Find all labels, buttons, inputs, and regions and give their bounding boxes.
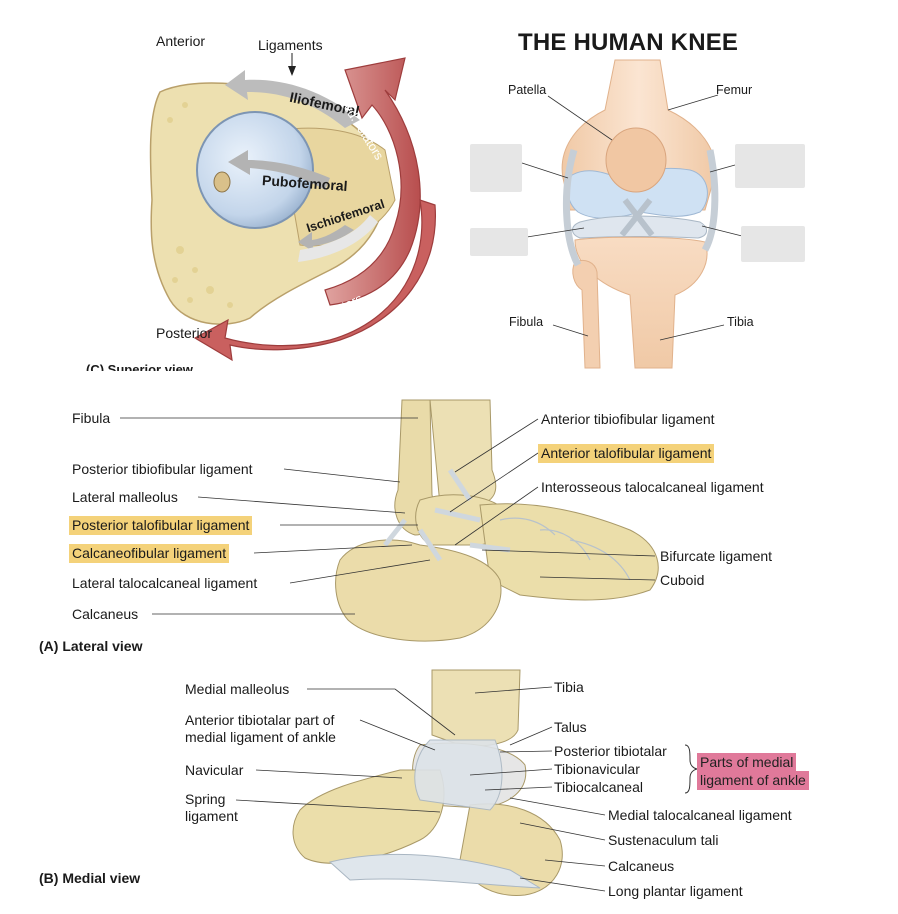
knee-joint-illustration [521, 59, 743, 369]
medial-rotators-arrow [324, 57, 421, 306]
iliofemoral-arrow [225, 70, 360, 128]
brace [684, 744, 698, 794]
medial-view-caption: (B) Medial view [39, 870, 141, 886]
foot-med [292, 769, 445, 864]
med-label-anterior-tibiotalar-2: medial ligament of ankle [185, 729, 336, 745]
pubofemoral-arrow [228, 150, 330, 190]
foot-lat [479, 503, 659, 601]
lat-label-bifurcate: Bifurcate ligament [660, 548, 773, 564]
knee-hidden-label-1 [470, 144, 522, 192]
knee-title: THE HUMAN KNEE [518, 29, 739, 56]
deltoid-ligament [414, 739, 503, 811]
med-label-tibiocalcaneal: Tibiocalcaneal [554, 779, 643, 795]
knee-hidden-label-4 [741, 226, 805, 262]
calcaneus-lat [335, 539, 502, 642]
lat-label-interosseous-talocalcaneal: Interosseous talocalcaneal ligament [541, 479, 764, 495]
lat-label-calcaneus: Calcaneus [72, 606, 139, 622]
femoral-head [196, 111, 314, 229]
med-label-sustenaculum-tali: Sustenaculum tali [608, 832, 719, 848]
med-label-spring-2: ligament [185, 808, 238, 824]
med-label-tibionavicular: Tibionavicular [554, 761, 640, 777]
hip-joint-illustration [149, 53, 436, 362]
med-label-talus: Talus [554, 719, 587, 735]
lat-label-cuboid: Cuboid [660, 572, 705, 588]
ankle-medial-illustration [235, 669, 698, 896]
lateral-view-caption: (A) Lateral view [39, 638, 143, 654]
meniscus [572, 215, 707, 239]
med-label-tibia: Tibia [554, 679, 584, 695]
med-group-label-2: ligament of ankle [697, 771, 809, 790]
lat-label-anterior-tibiofibular: Anterior tibiofibular ligament [541, 411, 715, 427]
med-label-navicular: Navicular [185, 762, 244, 778]
lat-label-lateral-talocalcaneal: Lateral talocalcaneal ligament [72, 575, 258, 591]
patella-bone [605, 127, 667, 193]
hip-anterior-label: Anterior [156, 33, 206, 49]
lateral-ligaments [383, 468, 511, 562]
med-label-spring-1: Spring [185, 791, 226, 807]
lateral-rotators-arrow [193, 199, 436, 362]
med-label-medial-malleolus: Medial malleolus [185, 681, 290, 697]
lat-label-posterior-tibiofibular: Posterior tibiofibular ligament [72, 461, 253, 477]
knee-femur-label: Femur [716, 83, 753, 97]
med-label-anterior-tibiotalar-1: Anterior tibiotalar part of [185, 712, 335, 728]
knee-patella-label: Patella [508, 83, 547, 97]
ischiofemoral-arrow [298, 225, 354, 252]
long-plantar-ligament [328, 853, 541, 889]
hip-ligaments-label: Ligaments [258, 37, 323, 53]
knee-hidden-label-2 [735, 144, 805, 188]
lat-label-anterior-talofibular: Anterior talofibular ligament [538, 444, 715, 463]
hip-view-caption: (C) Superior view [86, 362, 193, 371]
lat-label-lateral-malleolus: Lateral malleolus [72, 489, 178, 505]
lat-label-calcaneofibular: Calcaneofibular ligament [69, 544, 230, 563]
med-label-medial-talocalcaneal: Medial talocalcaneal ligament [608, 807, 792, 823]
knee-fibula-label: Fibula [509, 315, 544, 329]
med-label-calcaneus: Calcaneus [608, 858, 675, 874]
lat-label-fibula: Fibula [72, 410, 111, 426]
hip-posterior-label: Posterior [156, 325, 213, 341]
med-group-label-1: Parts of medial [697, 753, 797, 772]
tibia-med [431, 669, 521, 747]
med-label-posterior-tibiotalar: Posterior tibiotalar [554, 743, 667, 759]
fibula-bone [572, 259, 601, 369]
ankle-lateral-illustration [120, 399, 659, 642]
med-label-long-plantar: Long plantar ligament [608, 883, 743, 899]
knee-tibia-label: Tibia [727, 315, 754, 329]
knee-hidden-label-3 [470, 228, 528, 256]
lat-label-posterior-talofibular: Posterior talofibular ligament [69, 516, 253, 535]
